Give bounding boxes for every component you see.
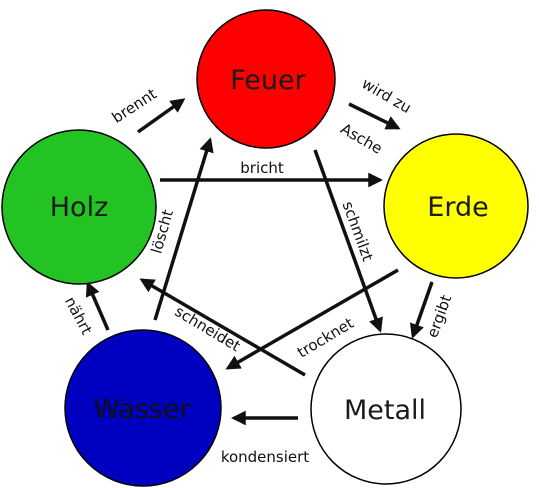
node-feuer-label: Feuer xyxy=(230,65,306,96)
arrow-feuer-wird-zu-asche-erde xyxy=(348,102,401,130)
node-erde-circle xyxy=(383,133,529,279)
node-holz-label: Holz xyxy=(50,192,109,223)
arrow-wasser-loescht-feuer xyxy=(153,137,214,321)
node-wasser-circle xyxy=(64,329,222,487)
arrow-metall-schneidet-holz xyxy=(139,278,306,377)
node-holz-circle xyxy=(1,129,157,285)
arrow-erde-trocknet-wasser xyxy=(225,268,399,370)
arrow-holz-brennt-feuer xyxy=(136,98,186,134)
edge-label-bricht: bricht xyxy=(240,159,284,177)
edge-label-asche: Asche xyxy=(337,120,385,158)
node-metall-label: Metall xyxy=(344,395,426,426)
edge-label-kondensiert: kondensiert xyxy=(221,448,309,466)
node-feuer-circle xyxy=(196,9,336,149)
edge-label-wird-zu: wird zu xyxy=(359,74,415,117)
arrow-wasser-naehrt-holz xyxy=(85,281,110,331)
edge-label-naehrt: nährt xyxy=(61,294,96,338)
edge-label-ergibt: ergibt xyxy=(423,292,455,340)
arrow-erde-ergibt-metall xyxy=(409,281,434,339)
node-erde-label: Erde xyxy=(427,192,488,223)
arrow-feuer-schmilzt-metall xyxy=(313,149,383,333)
node-metall-circle xyxy=(310,333,462,485)
node-wasser-label: Wasser xyxy=(93,394,191,425)
